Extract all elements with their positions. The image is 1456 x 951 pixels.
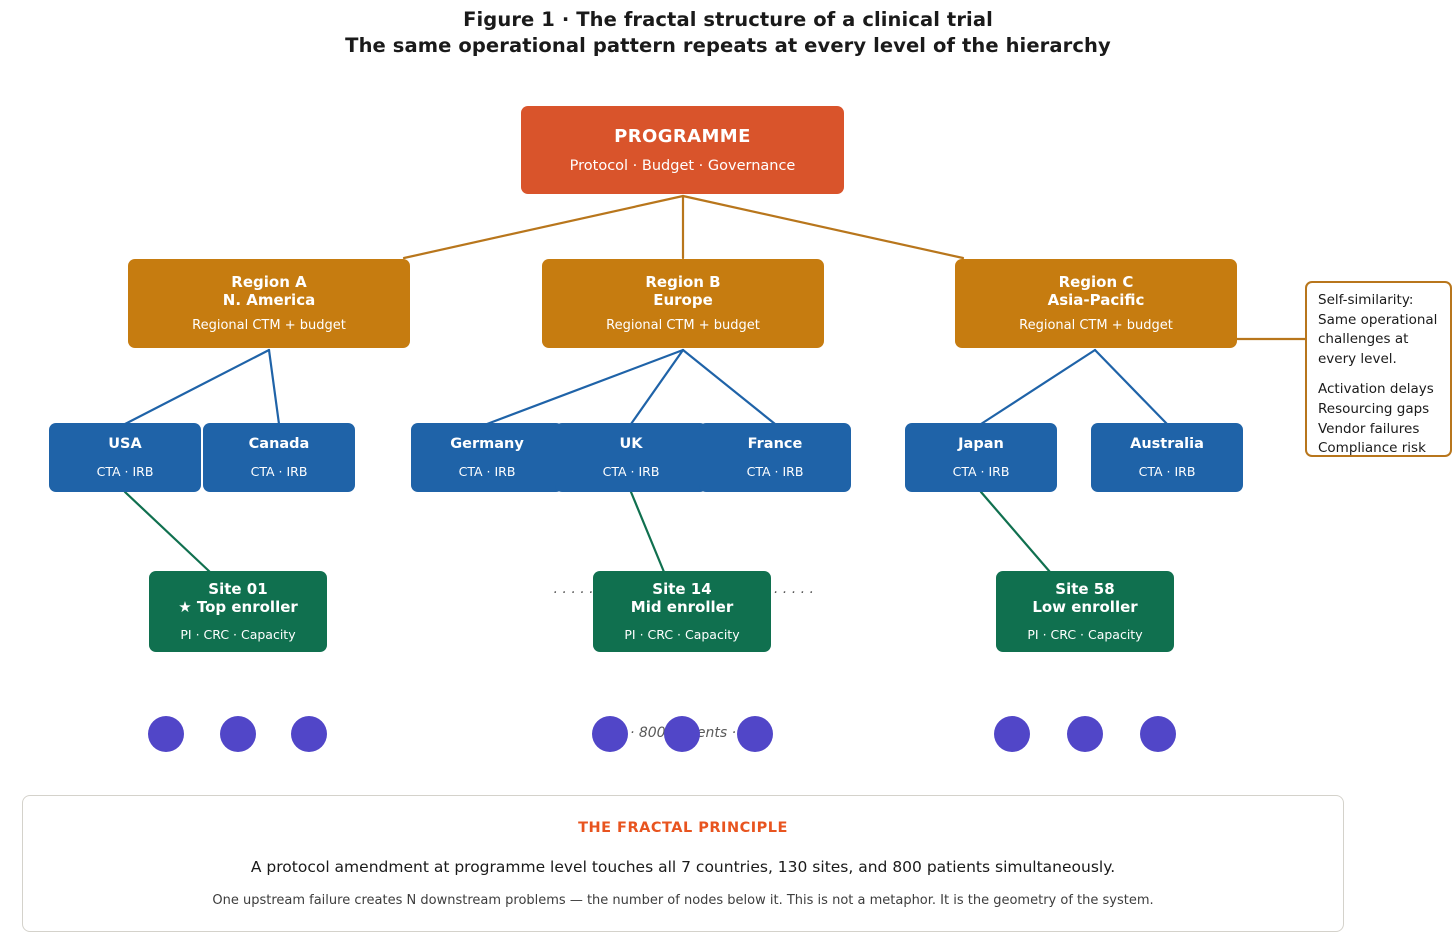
site-01-subtitle: PI · CRC · Capacity (180, 626, 296, 642)
callout-line: Vendor failures (1318, 420, 1420, 437)
region-node-a[interactable]: Region A N. America Regional CTM + budge… (128, 259, 410, 348)
patient-dot (148, 716, 184, 752)
callout-line: challenges at (1318, 331, 1409, 348)
callout-line: Self-similarity: (1318, 292, 1414, 308)
country-node-germany[interactable]: Germany CTA · IRB (411, 423, 563, 492)
country-node-usa[interactable]: USA CTA · IRB (49, 423, 201, 492)
programme-title: PROGRAMME (614, 125, 751, 147)
region-b-subtitle: Regional CTM + budget (606, 318, 760, 334)
region-b-title-line-1: Region B (645, 272, 721, 291)
fractal-principle-panel: THE FRACTAL PRINCIPLE A protocol amendme… (22, 795, 1344, 932)
region-c-title-line-2: Asia-Pacific (1047, 290, 1145, 309)
country-node-japan[interactable]: Japan CTA · IRB (905, 423, 1057, 492)
region-node-b[interactable]: Region B Europe Regional CTM + budget (542, 259, 824, 348)
site-14-title-line-2: Mid enroller (630, 598, 734, 616)
country-node-france[interactable]: France CTA · IRB (699, 423, 851, 492)
callout-line: Compliance risk (1318, 440, 1426, 457)
region-c-subtitle: Regional CTM + budget (1019, 318, 1173, 334)
patient-dot (291, 716, 327, 752)
country-node-uk[interactable]: UK CTA · IRB (555, 423, 707, 492)
callout-line: Resourcing gaps (1318, 400, 1430, 417)
patient-dot (737, 716, 773, 752)
country-uk-subtitle: CTA · IRB (602, 463, 660, 479)
region-b-title: Region B Europe (645, 272, 721, 309)
callout-line: Activation delays (1318, 381, 1434, 398)
self-similarity-callout: Self-similarity: Same operational challe… (1305, 281, 1452, 457)
callout-line: Same operational (1318, 311, 1438, 328)
patient-dot (1067, 716, 1103, 752)
country-node-australia[interactable]: Australia CTA · IRB (1091, 423, 1243, 492)
region-c-title: Region C Asia-Pacific (1047, 272, 1145, 309)
patient-dot (220, 716, 256, 752)
country-canada-subtitle: CTA · IRB (250, 463, 308, 479)
country-japan-name: Japan (958, 436, 1004, 453)
site-01-title-line-2: ★ Top enroller (178, 598, 298, 616)
country-germany-subtitle: CTA · IRB (458, 463, 516, 479)
site-node-58[interactable]: Site 58 Low enroller PI · CRC · Capacity (996, 571, 1174, 652)
region-a-subtitle: Regional CTM + budget (192, 318, 346, 334)
country-japan-subtitle: CTA · IRB (952, 463, 1010, 479)
figure-title-line-2: The same operational pattern repeats at … (345, 34, 1111, 57)
country-australia-subtitle: CTA · IRB (1138, 463, 1196, 479)
region-c-title-line-1: Region C (1058, 272, 1134, 291)
fractal-principle-main-text: A protocol amendment at programme level … (250, 857, 1116, 876)
programme-to-region-links (402, 194, 965, 260)
programme-node[interactable]: PROGRAMME Protocol · Budget · Governance (521, 106, 844, 194)
programme-subtitle: Protocol · Budget · Governance (569, 158, 796, 175)
region-node-c[interactable]: Region C Asia-Pacific Regional CTM + bud… (955, 259, 1237, 348)
site-node-14[interactable]: Site 14 Mid enroller PI · CRC · Capacity (593, 571, 771, 652)
region-a-title-line-1: Region A (231, 272, 307, 291)
site-58-title-line-2: Low enroller (1032, 598, 1138, 616)
site-01-title-line-1: Site 01 (208, 580, 268, 599)
country-usa-subtitle: CTA · IRB (96, 463, 154, 479)
site-14-title-line-1: Site 14 (652, 580, 712, 599)
site-14-title: Site 14 Mid enroller (630, 580, 734, 616)
callout-spacer (1318, 369, 1440, 380)
site-58-title: Site 58 Low enroller (1032, 580, 1138, 616)
region-a-title-line-2: N. America (222, 290, 316, 309)
country-germany-name: Germany (450, 436, 524, 453)
country-australia-name: Australia (1130, 436, 1204, 453)
region-b-title-line-2: Europe (653, 290, 713, 309)
country-france-name: France (747, 436, 803, 453)
country-france-subtitle: CTA · IRB (746, 463, 804, 479)
country-node-canada[interactable]: Canada CTA · IRB (203, 423, 355, 492)
fractal-principle-sub-text: One upstream failure creates N downstrea… (212, 892, 1154, 908)
patient-dot (664, 716, 700, 752)
patient-dot (994, 716, 1030, 752)
country-to-site-links (123, 490, 1052, 574)
callout-line: every level. (1318, 350, 1397, 367)
site-58-subtitle: PI · CRC · Capacity (1027, 626, 1143, 642)
patient-dot (592, 716, 628, 752)
country-usa-name: USA (108, 436, 142, 453)
site-14-subtitle: PI · CRC · Capacity (624, 626, 740, 642)
site-node-01[interactable]: Site 01 ★ Top enroller PI · CRC · Capaci… (149, 571, 327, 652)
country-uk-name: UK (619, 436, 643, 453)
site-01-title: Site 01 ★ Top enroller (178, 580, 298, 616)
country-canada-name: Canada (248, 436, 310, 453)
figure-title: Figure 1 · The fractal structure of a cl… (0, 7, 1456, 59)
figure-title-line-1: Figure 1 · The fractal structure of a cl… (463, 8, 993, 31)
patient-dot (1140, 716, 1176, 752)
fractal-principle-heading: THE FRACTAL PRINCIPLE (578, 819, 788, 836)
region-a-title: Region A N. America (222, 272, 316, 309)
site-58-title-line-1: Site 58 (1055, 580, 1115, 599)
region-to-country-links (123, 348, 1169, 426)
